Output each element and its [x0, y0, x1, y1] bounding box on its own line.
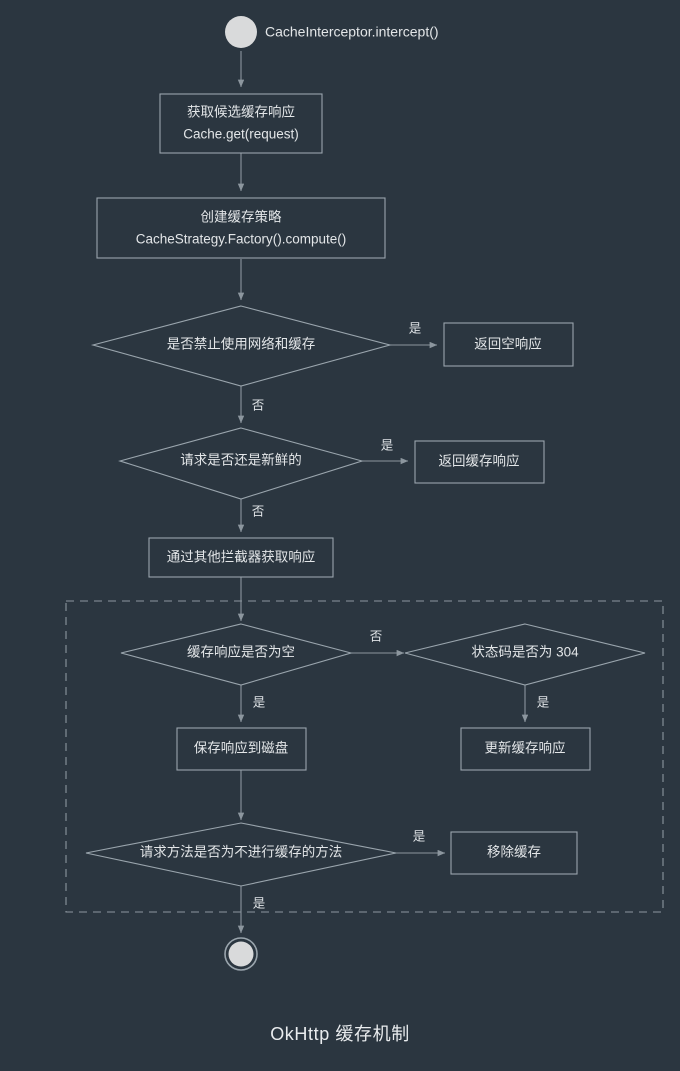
node-return-empty[interactable]: 返回空响应: [443, 322, 574, 367]
node-method-decision-label: 请求方法是否为不进行缓存的方法: [140, 845, 343, 860]
node-fresh-decision-label: 请求是否还是新鲜的: [180, 453, 302, 468]
node-status-304-decision-diamond: [404, 623, 646, 686]
start-terminal[interactable]: CacheInterceptor.intercept(): [225, 16, 439, 48]
edges-layer: [237, 51, 529, 934]
node-return-cached-box: [414, 440, 545, 484]
node-method-decision-diamond: [85, 822, 397, 887]
node-forbid-decision[interactable]: 是否禁止使用网络和缓存: [90, 305, 393, 387]
node-get-candidate-line1: 获取候选缓存响应: [187, 104, 295, 120]
edge-label-forbid-no: 否: [252, 398, 265, 412]
node-create-strategy-box: [96, 197, 386, 259]
cache-write-group-box: [65, 600, 664, 913]
node-update-cache[interactable]: 更新缓存响应: [460, 727, 591, 771]
node-get-candidate-box: [159, 93, 323, 154]
edge-labels-layer: 是 否 是 否 否 是 是 是 是: [252, 321, 550, 910]
node-forbid-decision-diamond: [90, 305, 393, 387]
start-terminal-label: CacheInterceptor.intercept(): [265, 24, 439, 40]
edge-label-fresh-yes: 是: [381, 438, 394, 452]
node-fresh-decision[interactable]: 请求是否还是新鲜的: [118, 427, 364, 500]
node-remove-cache-box: [450, 831, 578, 875]
node-method-decision[interactable]: 请求方法是否为不进行缓存的方法: [85, 822, 397, 887]
edge-label-method-yes-down: 是: [253, 896, 266, 910]
diagram-title: OkHttp 缓存机制: [270, 1024, 410, 1044]
node-fresh-decision-diamond: [118, 427, 364, 500]
node-other-interceptors[interactable]: 通过其他拦截器获取响应: [148, 537, 334, 578]
node-update-cache-label: 更新缓存响应: [485, 740, 566, 756]
node-cache-empty-decision-label: 缓存响应是否为空: [187, 644, 295, 660]
node-save-to-disk[interactable]: 保存响应到磁盘: [176, 727, 307, 771]
start-terminal-circle: [225, 16, 257, 48]
node-cache-empty-decision-diamond: [120, 623, 354, 686]
node-return-cached-label: 返回缓存响应: [439, 453, 520, 469]
end-terminal-circle: [228, 941, 254, 967]
node-return-empty-label: 返回空响应: [474, 336, 542, 352]
node-remove-cache[interactable]: 移除缓存: [450, 831, 578, 875]
end-terminal[interactable]: [224, 937, 258, 971]
node-status-304-decision-label: 状态码是否为 304: [471, 645, 579, 660]
node-status-304-decision[interactable]: 状态码是否为 304: [404, 623, 646, 686]
node-save-to-disk-box: [176, 727, 307, 771]
node-forbid-decision-label: 是否禁止使用网络和缓存: [167, 336, 316, 352]
node-save-to-disk-label: 保存响应到磁盘: [194, 740, 289, 756]
edge-label-status-304-yes: 是: [537, 695, 550, 709]
edge-label-cache-empty-no: 否: [370, 629, 383, 643]
end-terminal-ring: [224, 937, 258, 971]
node-create-strategy[interactable]: 创建缓存策略 CacheStrategy.Factory().compute(): [96, 197, 386, 259]
node-return-cached[interactable]: 返回缓存响应: [414, 440, 545, 484]
node-create-strategy-line1: 创建缓存策略: [201, 209, 282, 225]
edge-label-cache-empty-yes: 是: [253, 695, 266, 709]
node-get-candidate-line2: Cache.get(request): [183, 127, 299, 142]
edge-label-fresh-no: 否: [252, 504, 265, 518]
edge-label-forbid-yes: 是: [409, 321, 422, 335]
edge-label-method-yes-right: 是: [413, 829, 426, 843]
node-create-strategy-line2: CacheStrategy.Factory().compute(): [136, 232, 347, 247]
node-update-cache-box: [460, 727, 591, 771]
node-other-interceptors-label: 通过其他拦截器获取响应: [167, 549, 316, 565]
node-remove-cache-label: 移除缓存: [487, 845, 541, 860]
node-other-interceptors-box: [148, 537, 334, 578]
node-cache-empty-decision[interactable]: 缓存响应是否为空: [120, 623, 354, 686]
node-get-candidate[interactable]: 获取候选缓存响应 Cache.get(request): [159, 93, 323, 154]
node-return-empty-box: [443, 322, 574, 367]
